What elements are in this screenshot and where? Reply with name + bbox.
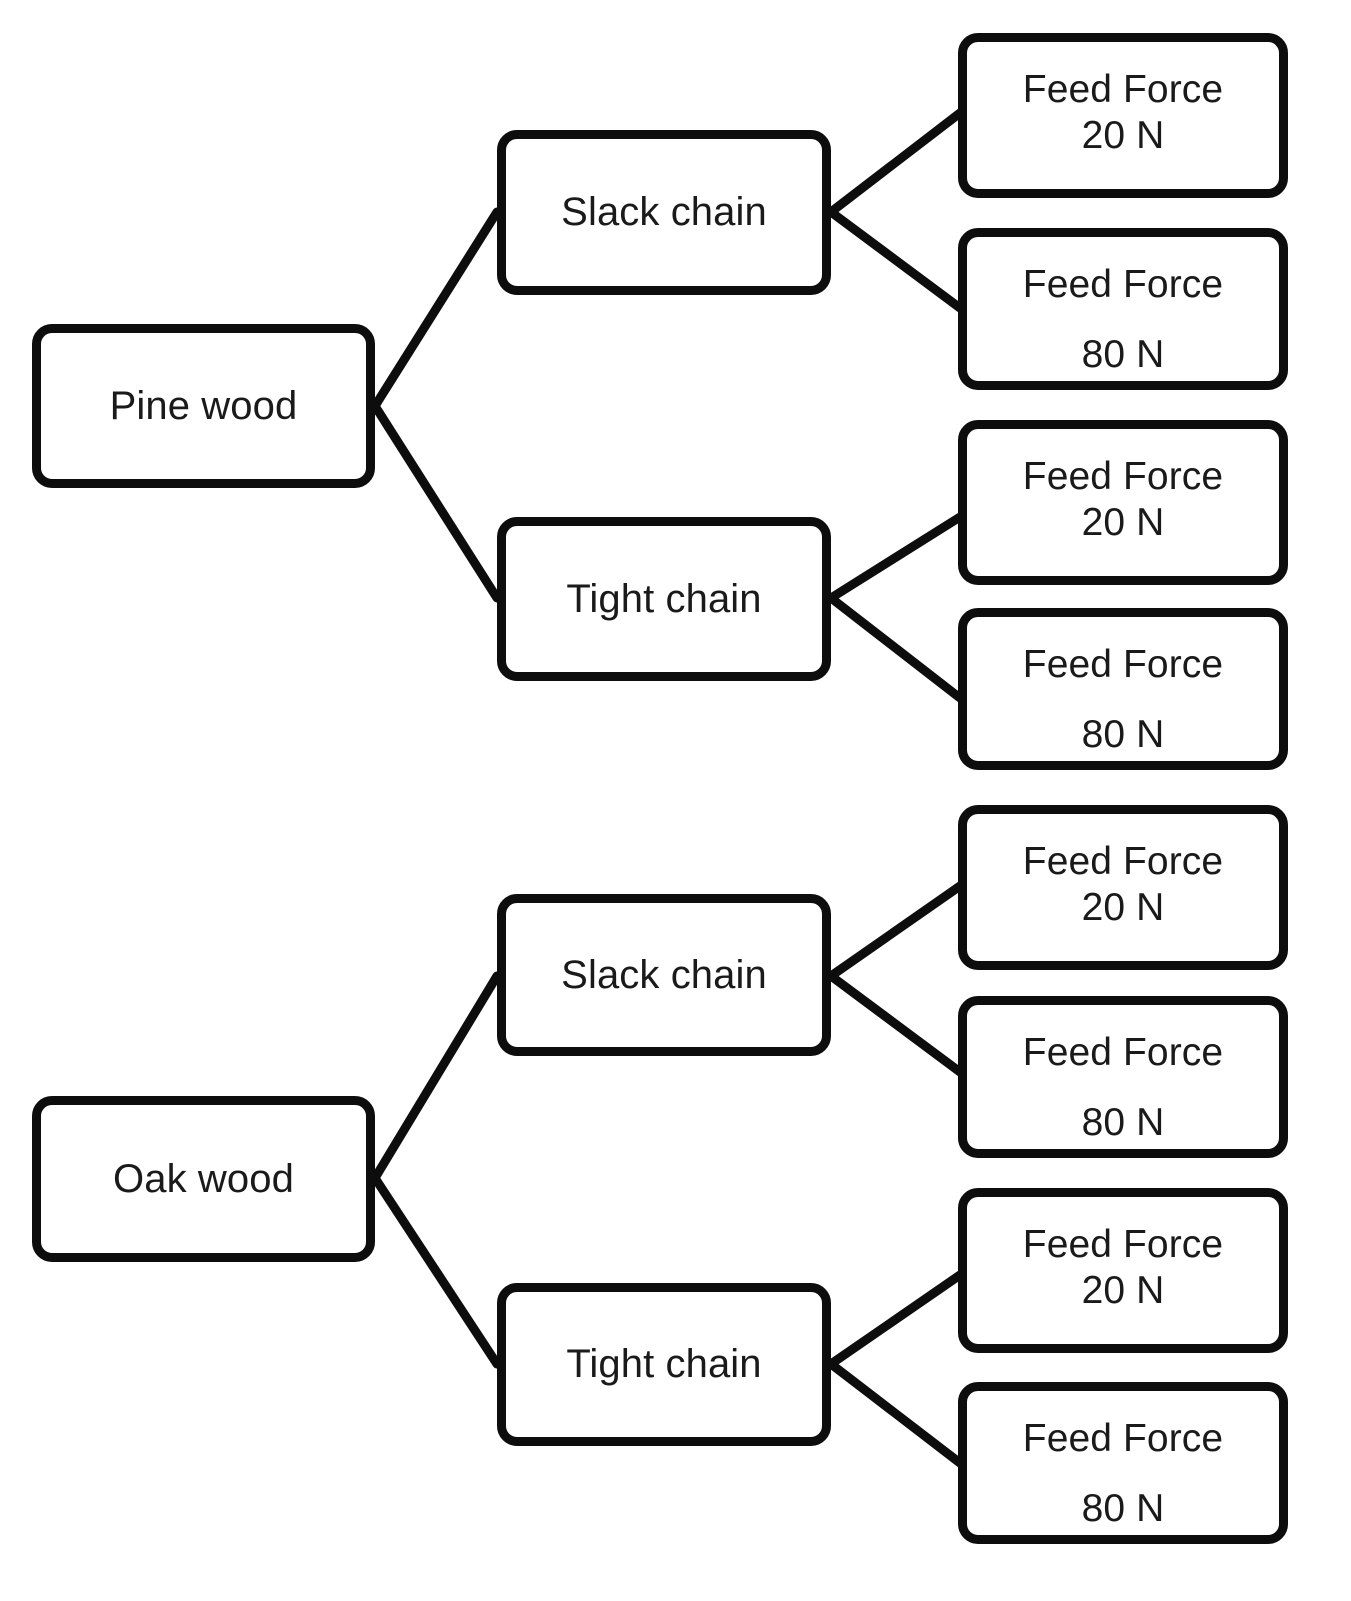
leaf-value: 20 N — [1081, 885, 1165, 929]
node-oak-slack-feed-force-80n[interactable]: Feed Force 80 N — [958, 996, 1288, 1158]
node-oak-wood[interactable]: Oak wood — [32, 1096, 375, 1262]
node-oak-slack-chain[interactable]: Slack chain — [497, 894, 831, 1056]
connector-pine-slack-to-ff80 — [826, 207, 965, 313]
connector-pine-to-slack-chain — [370, 207, 502, 411]
leaf-title: Feed Force — [1022, 263, 1224, 306]
node-oak-slack-feed-force-20n[interactable]: Feed Force 20 N — [958, 805, 1288, 970]
leaf-title: Feed Force — [1022, 1223, 1224, 1266]
leaf-title: Feed Force — [1022, 455, 1224, 498]
leaf-value: 80 N — [1081, 332, 1165, 376]
connector-oak-slack-to-ff80 — [826, 971, 965, 1077]
leaf-value: 20 N — [1081, 500, 1165, 544]
node-pine-tight-chain-label: Tight chain — [566, 576, 762, 621]
leaf-value: 80 N — [1081, 1100, 1165, 1144]
connector-pine-tight-to-ff20 — [826, 512, 965, 603]
connector-oak-to-slack-chain — [370, 971, 502, 1183]
node-oak-wood-label: Oak wood — [113, 1156, 294, 1201]
connector-pine-to-tight-chain — [370, 401, 502, 603]
node-oak-tight-feed-force-20n[interactable]: Feed Force 20 N — [958, 1188, 1288, 1353]
leaf-title: Feed Force — [1022, 840, 1224, 883]
node-pine-slack-chain[interactable]: Slack chain — [497, 130, 831, 295]
connector-pine-slack-to-ff20 — [826, 108, 965, 217]
leaf-title: Feed Force — [1022, 643, 1224, 686]
node-oak-tight-chain-label: Tight chain — [566, 1342, 762, 1387]
node-pine-tight-feed-force-20n[interactable]: Feed Force 20 N — [958, 420, 1288, 585]
node-pine-wood-label: Pine wood — [109, 383, 298, 428]
leaf-title: Feed Force — [1022, 68, 1224, 111]
node-pine-slack-chain-label: Slack chain — [561, 190, 767, 235]
leaf-value: 20 N — [1081, 1268, 1165, 1312]
node-pine-tight-feed-force-80n[interactable]: Feed Force 80 N — [958, 608, 1288, 770]
connector-oak-slack-to-ff20 — [826, 881, 965, 981]
connector-pine-tight-to-ff80 — [826, 593, 965, 703]
leaf-value: 80 N — [1081, 712, 1165, 756]
connector-oak-tight-to-ff80 — [826, 1359, 965, 1468]
node-pine-tight-chain[interactable]: Tight chain — [497, 517, 831, 681]
leaf-value: 20 N — [1081, 113, 1165, 157]
node-oak-slack-chain-label: Slack chain — [561, 952, 767, 997]
connector-oak-tight-to-ff20 — [826, 1270, 965, 1369]
leaf-title: Feed Force — [1022, 1417, 1224, 1460]
leaf-title: Feed Force — [1022, 1031, 1224, 1074]
leaf-value: 80 N — [1081, 1486, 1165, 1530]
node-oak-tight-feed-force-80n[interactable]: Feed Force 80 N — [958, 1382, 1288, 1544]
node-oak-tight-chain[interactable]: Tight chain — [497, 1283, 831, 1446]
node-pine-slack-feed-force-80n[interactable]: Feed Force 80 N — [958, 228, 1288, 390]
node-pine-wood[interactable]: Pine wood — [32, 324, 375, 488]
connector-oak-to-tight-chain — [370, 1173, 502, 1369]
node-pine-slack-feed-force-20n[interactable]: Feed Force 20 N — [958, 33, 1288, 198]
